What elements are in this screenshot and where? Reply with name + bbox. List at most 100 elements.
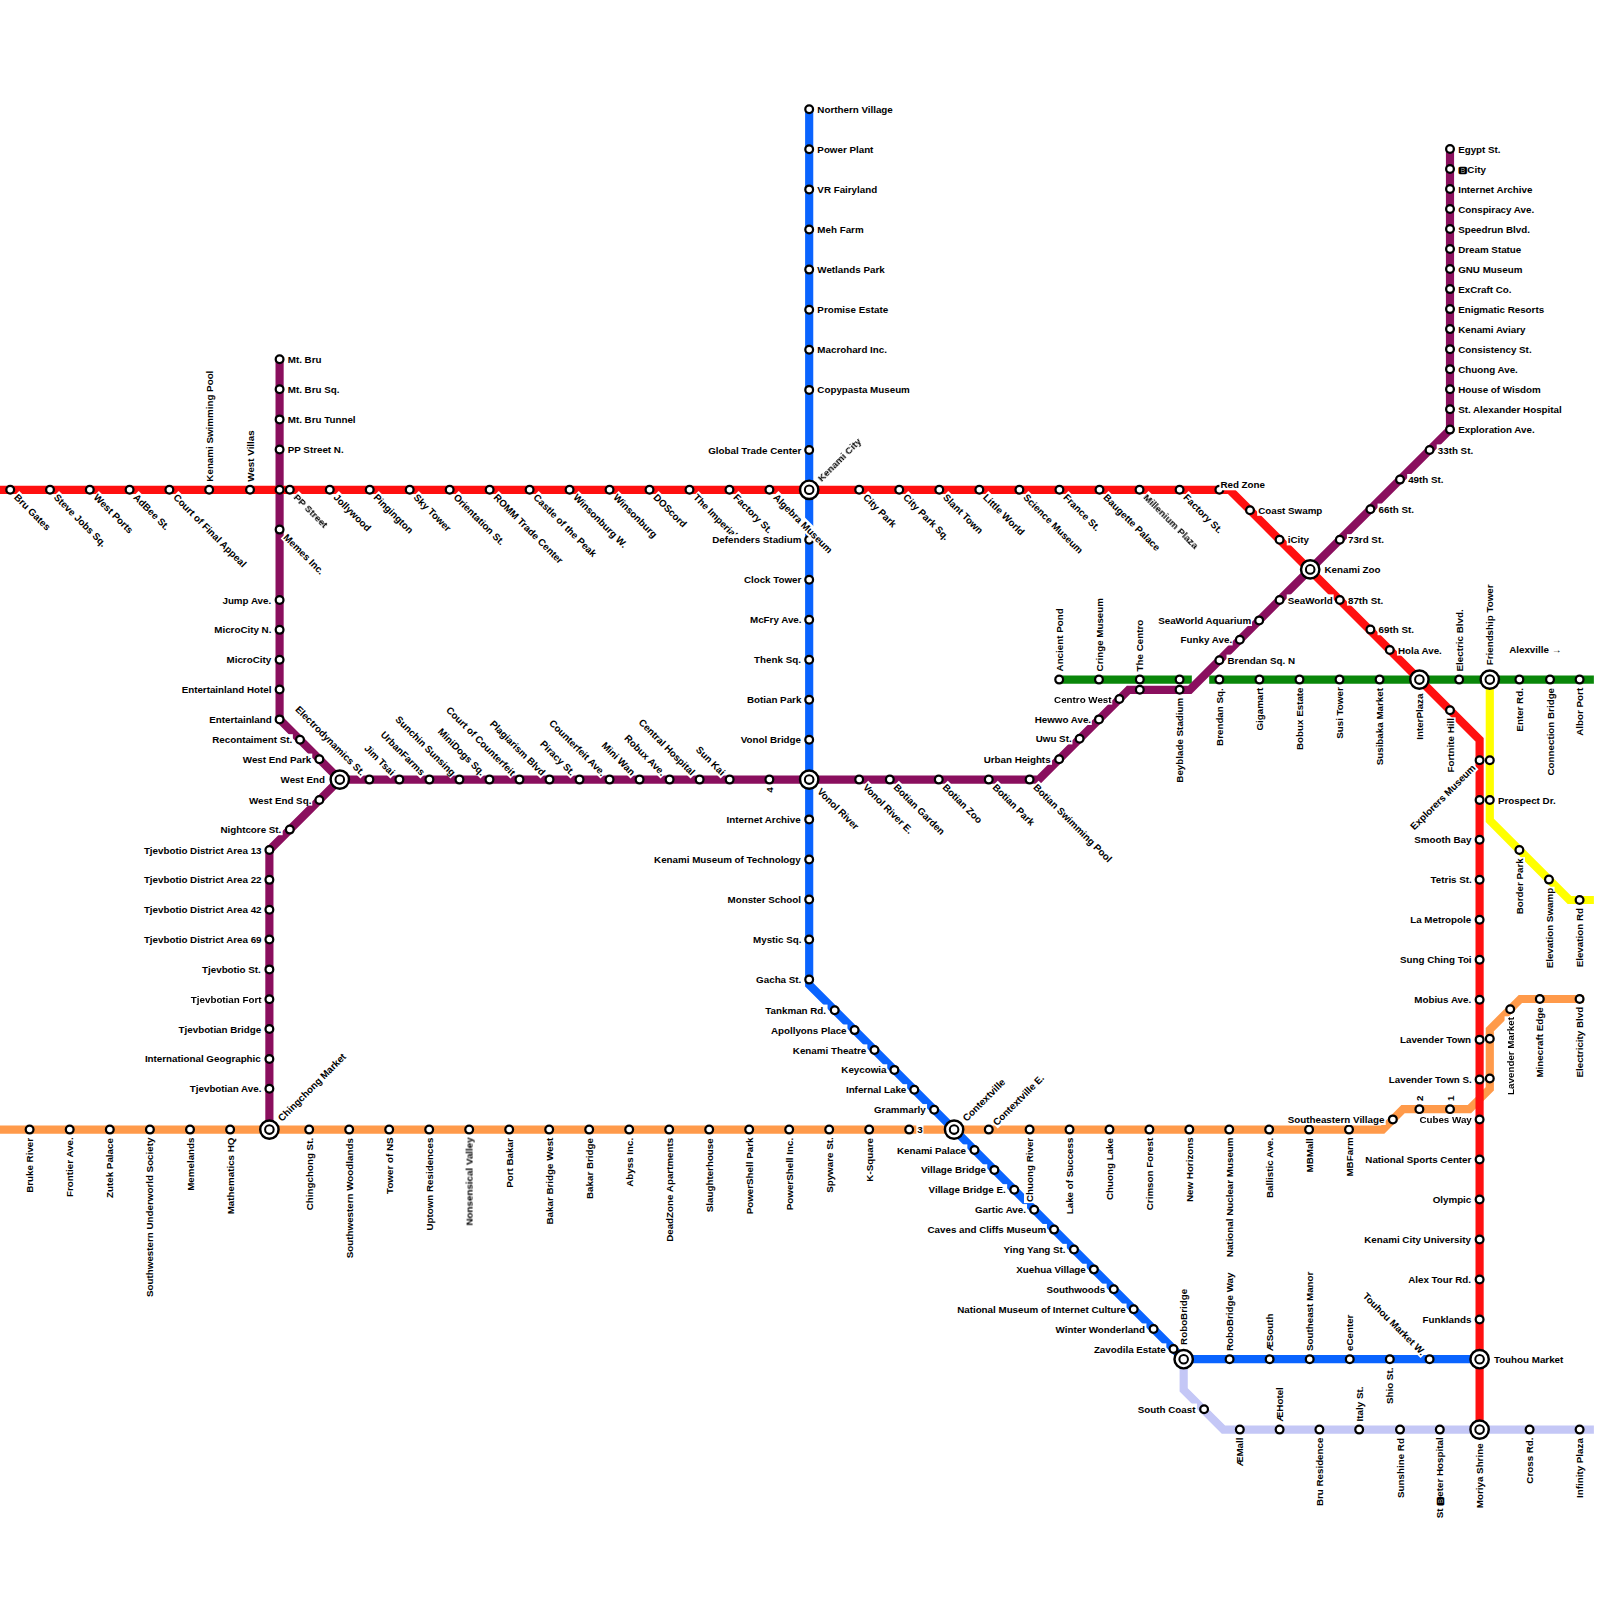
- interchange-ring: [1174, 1350, 1192, 1368]
- station-dot: [805, 656, 813, 664]
- station-dot: [1256, 676, 1264, 684]
- station-label: ROMM Trade Center: [491, 491, 567, 567]
- interchange-dot: [336, 775, 345, 784]
- station-dot: [1306, 1355, 1314, 1363]
- station-dot: [1546, 676, 1554, 684]
- station-label: Ying Yang St.: [1003, 1244, 1067, 1255]
- station-label: Internet Archive: [1457, 183, 1533, 194]
- station-dot: [296, 736, 304, 744]
- interchange-dot: [805, 775, 814, 784]
- station-label: Meh Farm: [816, 224, 864, 235]
- station-label: Kenami Theatre: [792, 1044, 867, 1055]
- metro-line: [1209, 676, 1594, 684]
- station-label: Kenami Museum of Technology: [653, 854, 802, 865]
- station-dot: [805, 446, 813, 454]
- station-dot: [1176, 676, 1184, 684]
- station-dot: [1200, 1405, 1208, 1413]
- station-dot: [266, 846, 274, 854]
- station-label: 66th St.: [1378, 504, 1415, 515]
- station-dot: [1446, 1105, 1454, 1113]
- station-dot: [1446, 405, 1454, 413]
- station-label: Tjevbotio District Area 69: [143, 934, 263, 945]
- station-dot: [891, 1066, 899, 1074]
- station-dot: [66, 1126, 74, 1134]
- station-label: Lake of Success: [1064, 1137, 1075, 1216]
- metro-line: [1490, 680, 1594, 900]
- station-dot: [935, 776, 943, 784]
- station-label: Bakar Bridge West: [544, 1137, 555, 1226]
- station-label: Global Trade Center: [707, 444, 802, 455]
- station-dot: [1367, 505, 1375, 513]
- station-dot: [1226, 1355, 1234, 1363]
- station-label: Lavender Town: [1399, 1034, 1472, 1045]
- interchange-ring: [1470, 1420, 1488, 1438]
- station-label: 2: [1414, 1095, 1425, 1102]
- station-dot: [1095, 716, 1103, 724]
- station-dot: [366, 776, 374, 784]
- station-dot: [276, 526, 284, 534]
- station-label: Spyware St.: [824, 1136, 835, 1194]
- station-dot: [276, 385, 284, 393]
- station-label: Keycowia: [840, 1064, 887, 1075]
- station-label: Chingchong Market: [275, 1050, 349, 1124]
- station-dot: [205, 486, 213, 494]
- station-label: Elevation Swamp: [1543, 887, 1554, 970]
- station-dot: [1176, 686, 1184, 694]
- station-label: 33th St.: [1437, 444, 1474, 455]
- station-label: Cross Rd.: [1524, 1436, 1535, 1484]
- interchange-ring: [800, 481, 818, 499]
- station-label: ExCraft Co.: [1457, 283, 1512, 294]
- station-label: Infernal Lake: [845, 1084, 907, 1095]
- station-label: Red Zone: [1219, 479, 1266, 490]
- station-dot: [246, 486, 254, 494]
- station-label: National Museum of Internet Culture: [956, 1304, 1127, 1315]
- station-dot: [805, 226, 813, 234]
- station-dot: [1276, 536, 1284, 544]
- station-dot: [1136, 686, 1144, 694]
- station-label: Botian Garden: [891, 781, 948, 838]
- interchange-dot: [1179, 1355, 1188, 1364]
- station-label: Olympic: [1432, 1194, 1473, 1205]
- station-label: Uptown Residences: [424, 1137, 435, 1232]
- station-dot: [1476, 876, 1484, 884]
- station-label: Entertainland Hotel: [181, 684, 273, 695]
- station-label: 4: [764, 786, 775, 793]
- station-dot: [1070, 1246, 1078, 1254]
- station-label: International Geographic: [144, 1053, 262, 1064]
- station-label: Uwu St.: [1035, 733, 1073, 744]
- station-dot: [566, 486, 574, 494]
- station-label: Crimson Forest: [1144, 1137, 1155, 1211]
- station-label: Monster School: [727, 894, 802, 905]
- station-label: Bruke River: [24, 1137, 35, 1194]
- station-dot: [705, 1126, 713, 1134]
- station-dot: [1136, 486, 1144, 494]
- station-label: West End Sq.: [248, 794, 312, 805]
- station-dot: [1486, 1035, 1494, 1043]
- station-dot: [186, 1126, 194, 1134]
- station-dot: [1476, 956, 1484, 964]
- station-label: Bru Gates: [11, 491, 53, 533]
- station-dot: [276, 355, 284, 363]
- station-dot: [625, 1126, 633, 1134]
- station-dot: [1030, 1206, 1038, 1214]
- station-label: Mt. Bru: [287, 354, 323, 365]
- station-label: Jump Ave.: [221, 594, 272, 605]
- station-dot: [26, 1126, 34, 1134]
- station-label: The Centro: [1134, 619, 1145, 673]
- station-dot: [606, 486, 614, 494]
- station-dot: [935, 486, 943, 494]
- interchange-ring: [331, 770, 349, 788]
- station-dot: [910, 1086, 918, 1094]
- station-label: Apollyons Place: [770, 1024, 848, 1035]
- station-dot: [276, 626, 284, 634]
- station-label: Funklands: [1421, 1314, 1472, 1325]
- station-label: Slaughterhouse: [704, 1137, 715, 1213]
- station-dot: [1446, 145, 1454, 153]
- station-dot: [266, 906, 274, 914]
- station-label: VR Fairyland: [816, 184, 878, 195]
- station-label: Gigamart: [1254, 687, 1265, 732]
- station-dot: [1336, 676, 1344, 684]
- station-dot: [1476, 1076, 1484, 1084]
- station-label: DeadZone Apartments: [664, 1137, 675, 1243]
- station-label: Bobux Estate: [1294, 686, 1305, 751]
